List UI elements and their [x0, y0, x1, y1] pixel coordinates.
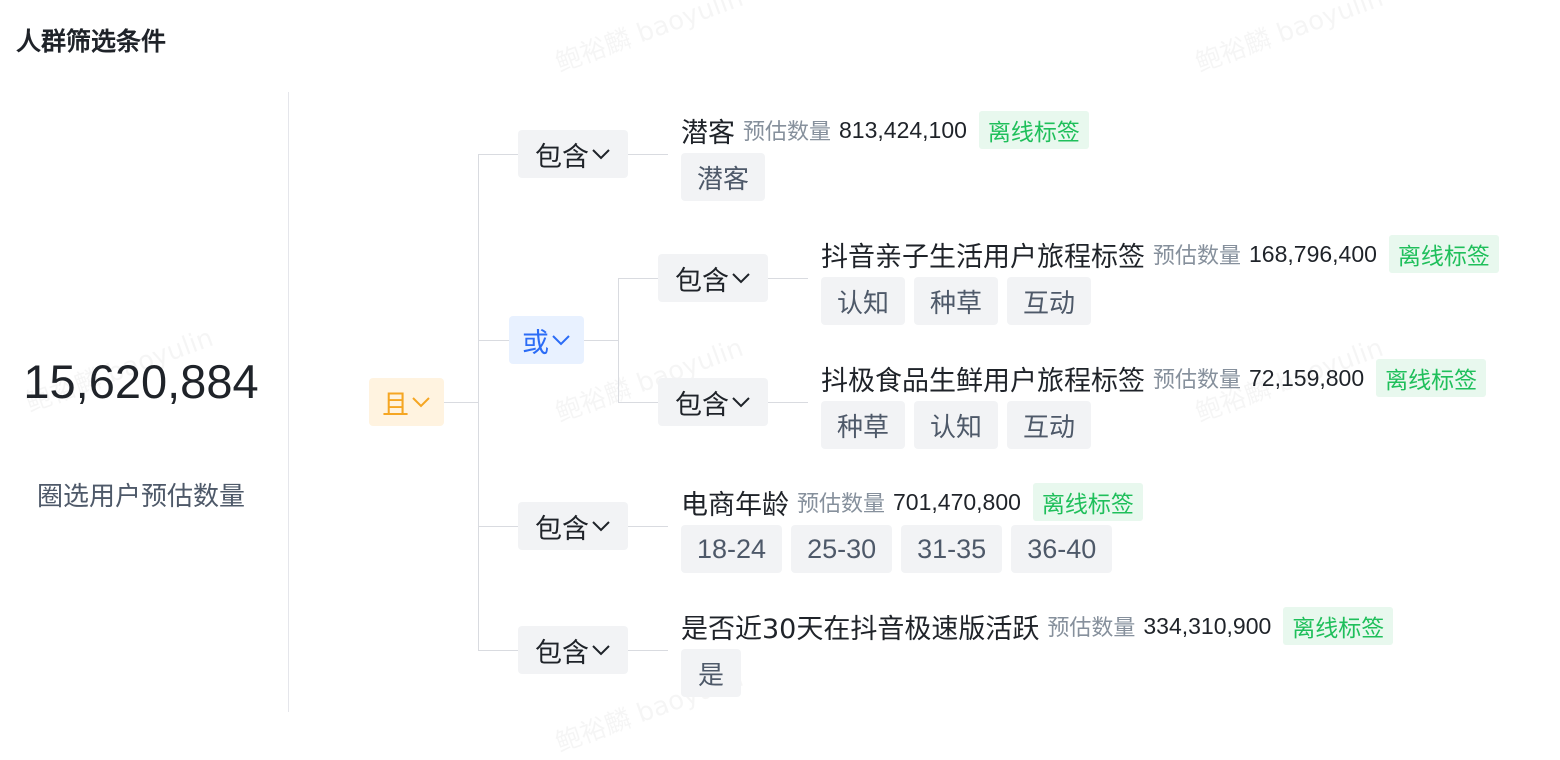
- include-dropdown[interactable]: 包含: [518, 502, 628, 550]
- condition-name: 是否近30天在抖音极速版活跃: [681, 613, 1040, 645]
- include-label: 包含: [535, 141, 589, 173]
- chevron-down-icon: [592, 521, 610, 532]
- estimate-label: 预估数量: [743, 120, 832, 145]
- value-chip: 种草: [821, 401, 906, 449]
- condition-name: 抖极食品生鲜用户旅程标签: [821, 365, 1145, 397]
- value-chip: 是: [681, 649, 741, 697]
- value-chip: 18-24: [681, 525, 783, 573]
- condition-header: 抖极食品生鲜用户旅程标签 预估数量 72,159,800 离线标签: [821, 358, 1487, 398]
- condition-name: 抖音亲子生活用户旅程标签: [821, 241, 1145, 273]
- offline-tag-badge: 离线标签: [1283, 607, 1394, 645]
- chevron-down-icon: [732, 273, 750, 284]
- condition-header: 抖音亲子生活用户旅程标签 预估数量 168,796,400 离线标签: [821, 234, 1499, 274]
- include-dropdown[interactable]: 包含: [518, 626, 628, 674]
- value-chip: 认知: [821, 277, 906, 325]
- logic-and-dropdown[interactable]: 且: [369, 378, 444, 426]
- estimate-label: 预估数量: [1153, 368, 1242, 393]
- estimated-user-caption: 圈选用户预估数量: [36, 482, 245, 512]
- estimate-label: 预估数量: [797, 492, 886, 517]
- connector-line: [768, 402, 808, 403]
- connector-line: [618, 278, 658, 279]
- condition-header: 潜客 预估数量 813,424,100 离线标签: [681, 110, 1089, 150]
- connector-line: [478, 650, 518, 651]
- estimate-value: 168,796,400: [1249, 240, 1377, 267]
- condition-header: 电商年龄 预估数量 701,470,800 离线标签: [681, 482, 1143, 522]
- chevron-down-icon: [412, 397, 430, 408]
- connector-line: [584, 340, 618, 341]
- connector-line: [478, 340, 509, 341]
- logic-and-label: 且: [382, 389, 409, 421]
- connector-line: [478, 154, 479, 651]
- estimate-value: 334,310,900: [1143, 612, 1272, 639]
- value-chip: 互动: [1007, 277, 1092, 325]
- connector-line: [618, 402, 658, 403]
- logic-or-label: 或: [522, 327, 549, 359]
- page-title: 人群筛选条件: [16, 27, 167, 56]
- estimate-value: 701,470,800: [893, 488, 1021, 515]
- connector-line: [478, 526, 518, 527]
- include-dropdown[interactable]: 包含: [658, 378, 768, 426]
- estimate-value: 813,424,100: [839, 116, 967, 143]
- include-dropdown[interactable]: 包含: [658, 254, 768, 302]
- offline-tag-badge: 离线标签: [1376, 359, 1487, 397]
- condition-values: 18-24 25-30 31-35 36-40: [681, 525, 1113, 573]
- connector-line: [444, 402, 478, 403]
- connector-line: [618, 278, 619, 403]
- condition-values: 潜客: [681, 153, 766, 201]
- logic-or-dropdown[interactable]: 或: [509, 316, 584, 364]
- condition-name: 潜客: [681, 117, 735, 149]
- chevron-down-icon: [592, 645, 610, 656]
- include-label: 包含: [675, 389, 729, 421]
- value-chip: 36-40: [1011, 525, 1113, 573]
- offline-tag-badge: 离线标签: [1032, 483, 1143, 521]
- connector-line: [628, 650, 668, 651]
- chevron-down-icon: [732, 397, 750, 408]
- value-chip: 25-30: [791, 525, 893, 573]
- value-chip: 种草: [914, 277, 999, 325]
- connector-line: [478, 154, 518, 155]
- connector-line: [628, 154, 668, 155]
- estimate-label: 预估数量: [1153, 244, 1242, 269]
- include-label: 包含: [535, 637, 589, 669]
- connector-line: [628, 526, 668, 527]
- condition-header: 是否近30天在抖音极速版活跃 预估数量 334,310,900 离线标签: [681, 606, 1394, 646]
- offline-tag-badge: 离线标签: [978, 111, 1089, 149]
- value-chip: 认知: [914, 401, 999, 449]
- estimated-user-count: 15,620,884: [23, 355, 259, 408]
- condition-name: 电商年龄: [681, 489, 789, 521]
- include-dropdown[interactable]: 包含: [518, 130, 628, 178]
- chevron-down-icon: [592, 149, 610, 160]
- value-chip: 31-35: [901, 525, 1003, 573]
- watermark: 鲍裕麟 baoyulin: [1190, 0, 1388, 80]
- include-label: 包含: [675, 265, 729, 297]
- connector-line: [768, 278, 808, 279]
- summary-panel: 15,620,884 圈选用户预估数量: [0, 92, 289, 712]
- condition-values: 认知 种草 互动: [821, 277, 1092, 325]
- estimate-value: 72,159,800: [1249, 364, 1365, 391]
- value-chip: 互动: [1007, 401, 1092, 449]
- chevron-down-icon: [552, 335, 570, 346]
- watermark: 鲍裕麟 baoyulin: [550, 0, 748, 80]
- include-label: 包含: [535, 513, 589, 545]
- value-chip: 潜客: [681, 153, 766, 201]
- estimate-label: 预估数量: [1047, 616, 1136, 641]
- condition-values: 是: [681, 649, 741, 697]
- condition-values: 种草 认知 互动: [821, 401, 1092, 449]
- offline-tag-badge: 离线标签: [1388, 235, 1499, 273]
